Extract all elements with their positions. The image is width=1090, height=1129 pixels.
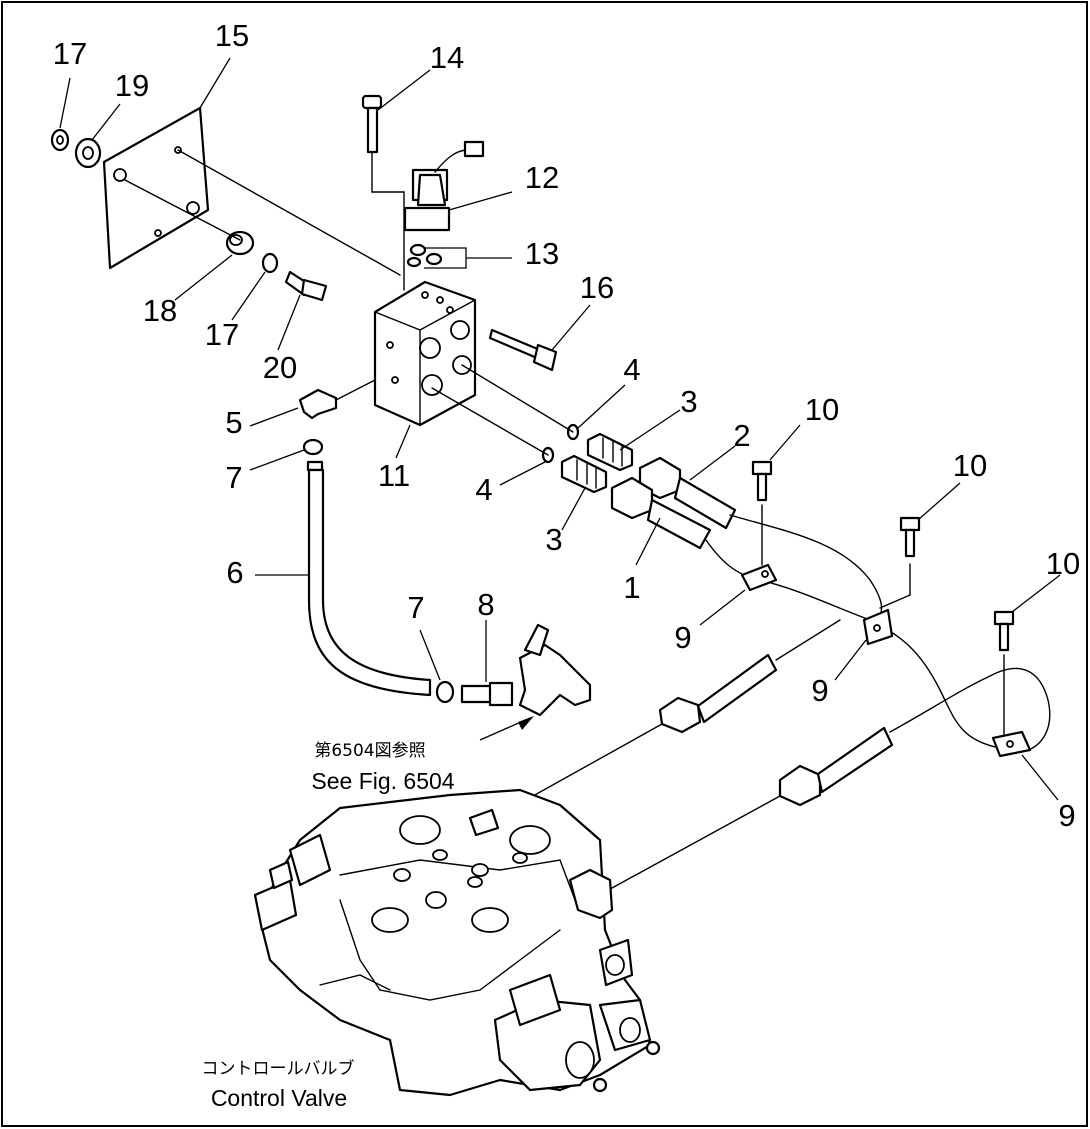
callout-3-bottom: 3 (545, 522, 562, 557)
leader-4-bottom (499, 461, 546, 486)
callout-1: 1 (623, 570, 640, 605)
hose-6 (306, 460, 432, 697)
callout-9-b: 9 (811, 673, 828, 708)
o-rings-13 (406, 243, 443, 268)
callout-17-bottom: 17 (205, 317, 239, 352)
leader-10-b (917, 482, 961, 521)
assembly-line-bolt (371, 151, 405, 291)
bolt-10-a (751, 460, 773, 566)
callout-12: 12 (525, 160, 559, 195)
leader-9-a (699, 589, 746, 626)
leader-9-b (834, 639, 867, 681)
nut-7-top (302, 438, 324, 456)
leader-10-c (1011, 574, 1061, 613)
leader-18 (174, 254, 233, 301)
hose-lower-right (611, 667, 1051, 889)
callout-7-top: 7 (225, 460, 242, 495)
clamp-9-c (991, 730, 1032, 758)
leader-2 (689, 445, 736, 481)
leader-7-bottom (419, 629, 441, 681)
callout-10-c: 10 (1046, 546, 1080, 581)
callout-11: 11 (378, 458, 410, 493)
callout-2: 2 (733, 418, 750, 453)
clamp-9-b (862, 608, 894, 646)
arrow-head-fig (518, 716, 534, 730)
assembly-line-plate-top (177, 149, 401, 276)
leader-19 (91, 103, 121, 141)
leader-14 (377, 69, 431, 111)
callout-15: 15 (215, 18, 249, 53)
callout-4-top: 4 (623, 352, 640, 387)
callout-10-b: 10 (953, 448, 987, 483)
callout-8: 8 (477, 587, 494, 622)
callout-16: 16 (580, 270, 614, 305)
callout-3-top: 3 (680, 384, 697, 419)
leader-3-bottom (561, 487, 586, 531)
see-fig-caption-jp: 第6504図参照 (314, 741, 425, 761)
control-valve (253, 788, 661, 1097)
leader-15 (199, 57, 231, 109)
callout-4-bottom: 4 (475, 472, 492, 507)
leader-5 (249, 407, 299, 427)
bolt-10-b (879, 516, 921, 609)
washer-17-top (50, 128, 70, 152)
control-valve-caption-en: Control Valve (211, 1085, 347, 1111)
assembly-line-port-b (431, 387, 549, 456)
mounting-plate (102, 106, 210, 270)
callout-6: 6 (226, 555, 243, 590)
bolt-16 (488, 328, 558, 372)
leader-10-a (769, 424, 801, 461)
assembly-line-plate-bottom (124, 179, 241, 241)
leader-3-top (619, 409, 681, 451)
valve-block-11 (373, 280, 477, 427)
callout-13: 13 (525, 236, 559, 271)
assembly-line-port-a (461, 364, 574, 433)
callout-17-top: 17 (53, 36, 87, 71)
callout-7-bottom: 7 (407, 590, 424, 625)
leader-11 (395, 424, 411, 459)
callout-5: 5 (225, 405, 242, 440)
control-valve-caption-jp: コントロールバルブ (202, 1058, 355, 1079)
leader-16 (551, 304, 591, 351)
callout-9-c: 9 (1058, 798, 1075, 833)
adapter-3-top (586, 432, 634, 472)
leader-12 (448, 191, 513, 211)
callout-14: 14 (430, 40, 464, 75)
elbow-fitting-5 (298, 379, 376, 420)
bolt-14 (361, 94, 383, 154)
callout-20: 20 (263, 350, 297, 385)
leader-17-bottom (231, 271, 266, 321)
fitting-8 (460, 681, 514, 707)
see-fig-caption-en: See Fig. 6504 (311, 768, 454, 794)
bolt-20 (284, 270, 328, 302)
leader-7-top (249, 449, 305, 471)
bushing-18 (225, 230, 255, 256)
leader-9-c (1021, 754, 1059, 801)
leader-20 (277, 294, 301, 351)
leader-1 (635, 517, 661, 566)
leader-4-top (577, 384, 626, 429)
tee-fitting-ref (518, 623, 592, 717)
washer-17-bottom (261, 252, 279, 274)
solenoid-valve-12 (403, 140, 485, 232)
adapter-3-bottom (560, 454, 608, 494)
leader-17-top (59, 77, 71, 129)
bolt-10-c (993, 610, 1015, 736)
clamp-9-a (740, 563, 778, 592)
callout-10-a: 10 (805, 392, 839, 427)
callout-19: 19 (115, 68, 149, 103)
callout-18: 18 (143, 293, 177, 328)
nut-7-bottom (435, 680, 455, 704)
callout-9-a: 9 (674, 620, 691, 655)
spacer-19 (74, 137, 102, 169)
